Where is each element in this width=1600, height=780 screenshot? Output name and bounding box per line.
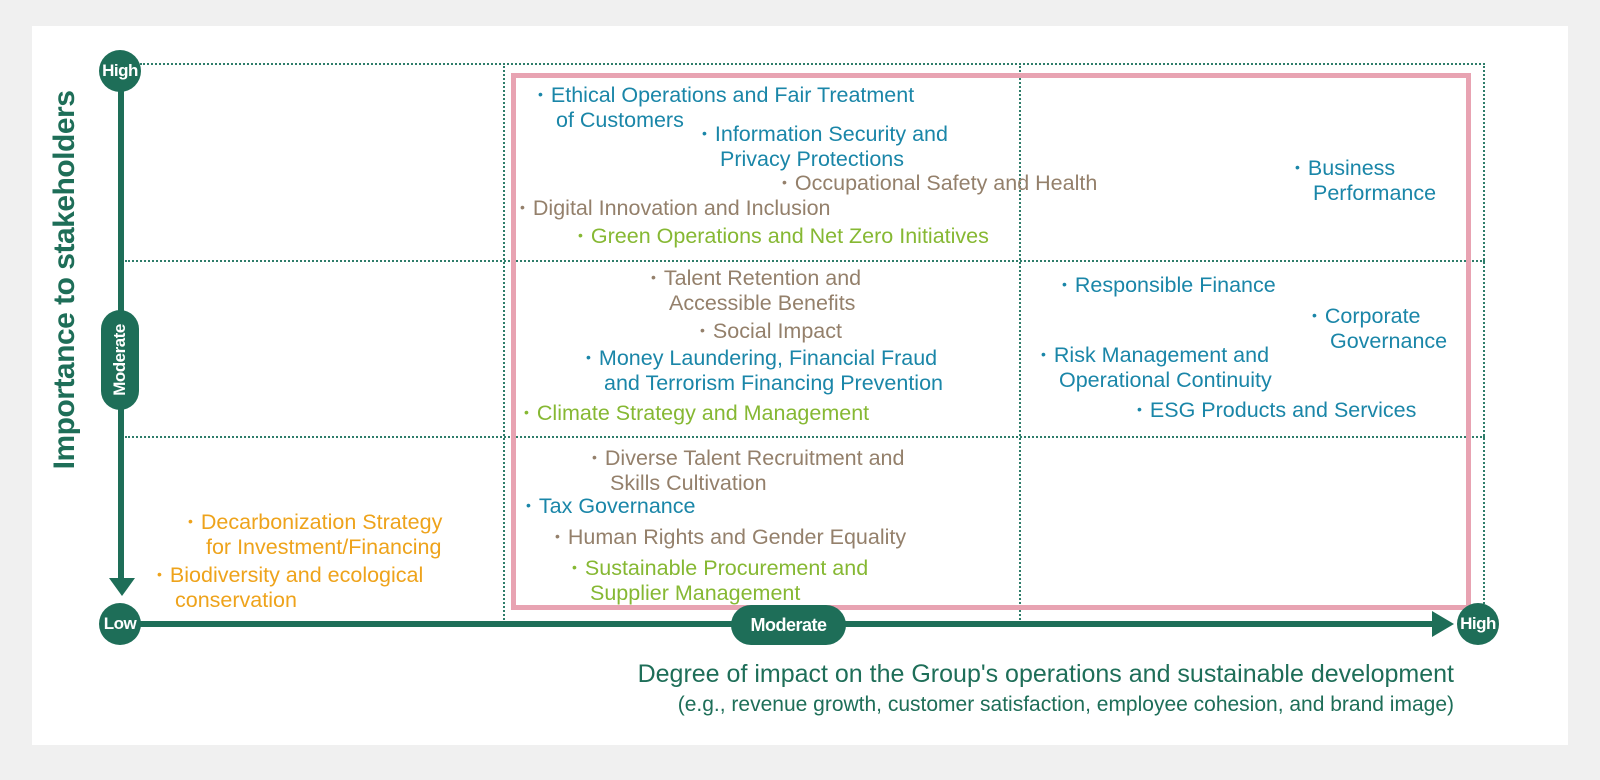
x-axis-arrow-icon [1432,611,1454,637]
topic-decarbonization: • Decarbonization Strategy for Investment… [188,509,442,560]
bullet-icon: • [1312,307,1317,323]
x-axis-low-label: Low [99,603,141,645]
topic-line1: Diverse Talent Recruitment and [604,446,905,470]
topic-line1: Tax Governance [538,494,696,518]
x-axis-title: Degree of impact on the Group's operatio… [637,660,1454,688]
x-axis-moderate-label: Moderate [731,605,846,645]
bullet-icon: • [1062,276,1067,292]
topic-green-operations: • Green Operations and Net Zero Initiativ… [578,223,989,249]
topic-line2: Privacy Protections [720,147,905,171]
x-axis-subtitle: (e.g., revenue growth, customer satisfac… [677,693,1454,716]
topic-line1: Biodiversity and ecological [169,563,424,587]
topic-digital-innovation: • Digital Innovation and Inclusion [520,195,831,221]
y-axis-arrow-icon [109,578,135,596]
bullet-icon: • [651,269,656,285]
topic-esg-products: • ESG Products and Services [1137,397,1416,423]
topic-biodiversity: • Biodiversity and ecological conservatio… [157,562,423,613]
topic-social-impact: • Social Impact [700,318,842,344]
grid-line-top [140,63,1485,65]
y-axis-moderate-text: Moderate [110,324,130,396]
bullet-icon: • [1137,401,1142,417]
topic-talent-retention: • Talent Retention and Accessible Benefit… [651,265,861,316]
bullet-icon: • [555,528,560,544]
topic-line2: conservation [175,588,297,612]
grid-line-left [503,63,505,623]
topic-line2: Supplier Management [590,581,801,605]
bullet-icon: • [188,513,193,529]
y-axis-high-label: High [99,50,141,92]
topic-money-laundering: • Money Laundering, Financial Fraud and T… [586,345,943,396]
bullet-icon: • [538,86,543,102]
topic-line1: Talent Retention and [663,266,862,290]
bullet-icon: • [592,449,597,465]
topic-line2: Accessible Benefits [669,291,856,315]
topic-line1: Sustainable Procurement and [584,556,869,580]
topic-diverse-talent: • Diverse Talent Recruitment and Skills C… [592,445,904,496]
topic-tax-governance: • Tax Governance [526,493,695,519]
bullet-icon: • [157,566,162,582]
topic-line2: of Customers [556,108,684,132]
topic-risk-management: • Risk Management and Operational Continu… [1041,342,1272,393]
topic-line1: Business [1307,156,1396,180]
topic-line2: Skills Cultivation [610,471,767,495]
topic-line1: Decarbonization Strategy [200,510,443,534]
bullet-icon: • [578,227,583,243]
x-axis-high-label: High [1457,603,1499,645]
topic-line1: Human Rights and Gender Equality [567,525,907,549]
y-axis-title-text: Importance to stakeholders [48,90,81,470]
bullet-icon: • [702,125,707,141]
material-topics-highlight-box [511,73,1471,610]
bullet-icon: • [782,174,787,190]
topic-line1: Risk Management and [1053,343,1270,367]
grid-line-center [1019,63,1021,623]
bullet-icon: • [526,497,531,513]
bullet-icon: • [1041,346,1046,362]
bullet-icon: • [520,199,525,215]
bullet-icon: • [524,404,529,420]
topic-line1: ESG Products and Services [1149,398,1417,422]
topic-climate-strategy: • Climate Strategy and Management [524,400,869,426]
topic-ethical-operations: • Ethical Operations and Fair Treatment o… [538,82,914,133]
topic-line2: for Investment/Financing [206,535,442,559]
topic-line2: Performance [1313,181,1437,205]
bullet-icon: • [1295,159,1300,175]
topic-responsible-finance: • Responsible Finance [1062,272,1276,298]
topic-business-performance: • Business Performance [1295,155,1436,206]
topic-line1: Responsible Finance [1074,273,1276,297]
topic-human-rights: • Human Rights and Gender Equality [555,524,906,550]
topic-line1: Digital Innovation and Inclusion [532,196,831,220]
grid-line-lower-mid [125,436,1485,438]
topic-line1: Information Security and [714,122,948,146]
grid-line-right [1483,63,1485,623]
topic-line1: Corporate [1324,304,1421,328]
topic-line1: Occupational Safety and Health [794,171,1098,195]
grid-line-upper-mid [125,260,1485,262]
topic-information-security: • Information Security and Privacy Protec… [702,121,948,172]
topic-line2: Governance [1330,329,1448,353]
topic-line1: Ethical Operations and Fair Treatment [550,83,915,107]
topic-sustainable-procurement: • Sustainable Procurement and Supplier Ma… [572,555,868,606]
bullet-icon: • [700,322,705,338]
topic-corporate-governance: • Corporate Governance [1312,303,1447,354]
topic-occupational-safety: • Occupational Safety and Health [782,170,1097,196]
y-axis-moderate-label: Moderate [101,310,139,410]
topic-line2: and Terrorism Financing Prevention [604,371,943,395]
topic-line1: Green Operations and Net Zero Initiative… [590,224,989,248]
topic-line1: Money Laundering, Financial Fraud [598,346,938,370]
topic-line1: Social Impact [712,319,842,343]
bullet-icon: • [586,349,591,365]
topic-line1: Climate Strategy and Management [536,401,870,425]
bullet-icon: • [572,559,577,575]
topic-line2: Operational Continuity [1059,368,1272,392]
